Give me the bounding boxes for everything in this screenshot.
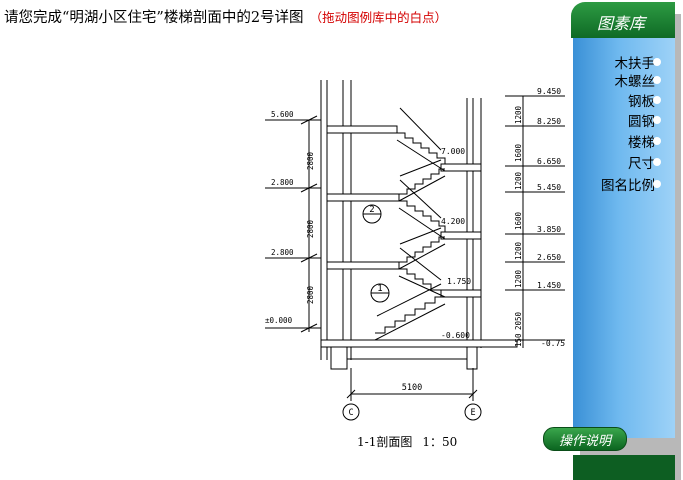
drag-handle-steel-plate[interactable] [653, 96, 661, 104]
drawing-subtitle: 1-1剖面图 1：50 [357, 433, 457, 450]
level-label: -0.750 [541, 339, 565, 348]
dimension-label: 2800 [306, 219, 315, 238]
level-label: ±0.000 [265, 316, 293, 325]
drag-handle-title-scale[interactable] [653, 180, 661, 188]
palette-item-wood-screw: 木螺丝 [614, 74, 656, 90]
level-label: 1.450 [537, 281, 561, 290]
dimension-label: 1200 [514, 269, 523, 288]
drag-handle-dimension[interactable] [653, 158, 661, 166]
stair-section-drawing: 5.600 2.800 2.800 ±0.000 2800 2800 2800 … [265, 80, 565, 421]
palette-item-wood-handrail: 木扶手 [614, 56, 656, 72]
axis-label-e: E [470, 408, 475, 418]
palette-title: 图素库 [597, 14, 646, 33]
dimension-label: 150 [514, 333, 523, 347]
help-button-label: 操作说明 [558, 434, 611, 449]
palette-item-title-scale: 图名比例 [601, 178, 655, 194]
landing-level-label: -0.600 [441, 331, 470, 340]
axis-label-c: C [348, 408, 353, 418]
drag-handle-wood-handrail[interactable] [653, 58, 661, 66]
dimension-label: 1200 [514, 241, 523, 260]
level-label: 8.250 [537, 117, 561, 126]
dimension-label: 2800 [306, 151, 315, 170]
dimension-label: 1200 [514, 105, 523, 124]
palette-item-steel-plate: 钢板 [628, 94, 655, 110]
palette-item-stair: 楼梯 [628, 135, 655, 151]
drawing-scale: 1：50 [422, 435, 458, 449]
palette-footer [573, 455, 675, 480]
drawing-name: 1-1剖面图 [357, 435, 413, 449]
level-label: 2.650 [537, 253, 561, 262]
drag-handle-stair[interactable] [653, 137, 661, 145]
palette-item-round-bar: 圆钢 [628, 114, 655, 130]
task-title: 请您完成“明湖小区住宅”楼梯剖面中的2号详图 [4, 10, 304, 26]
page-title: 请您完成“明湖小区住宅”楼梯剖面中的2号详图 （拖动图例库中的白点） [4, 6, 447, 27]
detail-marker-label: 2 [369, 205, 374, 215]
drag-handle-wood-screw[interactable] [653, 76, 661, 84]
dimension-label: 1600 [514, 143, 523, 162]
level-label: 6.650 [537, 157, 561, 166]
dimension-label: 2050 [514, 311, 523, 330]
palette-header: 图素库 [571, 2, 675, 38]
task-hint: （拖动图例库中的白点） [309, 10, 448, 25]
landing-level-label: 4.200 [441, 217, 465, 226]
landing-level-label: 7.000 [441, 147, 465, 156]
landing-level-label: 1.750 [447, 277, 471, 286]
element-palette [573, 38, 675, 438]
help-button[interactable]: 操作说明 [543, 427, 627, 451]
palette-item-dimension: 尺寸 [628, 156, 655, 172]
level-label: 3.850 [537, 225, 561, 234]
level-label: 5.600 [271, 110, 294, 119]
dimension-label: 1600 [514, 211, 523, 230]
level-label: 2.800 [271, 248, 294, 257]
level-label: 2.800 [271, 178, 294, 187]
dimension-label: 5100 [402, 383, 422, 393]
drag-handle-round-bar[interactable] [653, 116, 661, 124]
level-label: 9.450 [537, 87, 561, 96]
detail-marker-label: 1 [377, 284, 382, 294]
dimension-label: 1200 [514, 171, 523, 190]
level-label: 5.450 [537, 183, 561, 192]
dimension-label: 2800 [306, 285, 315, 304]
